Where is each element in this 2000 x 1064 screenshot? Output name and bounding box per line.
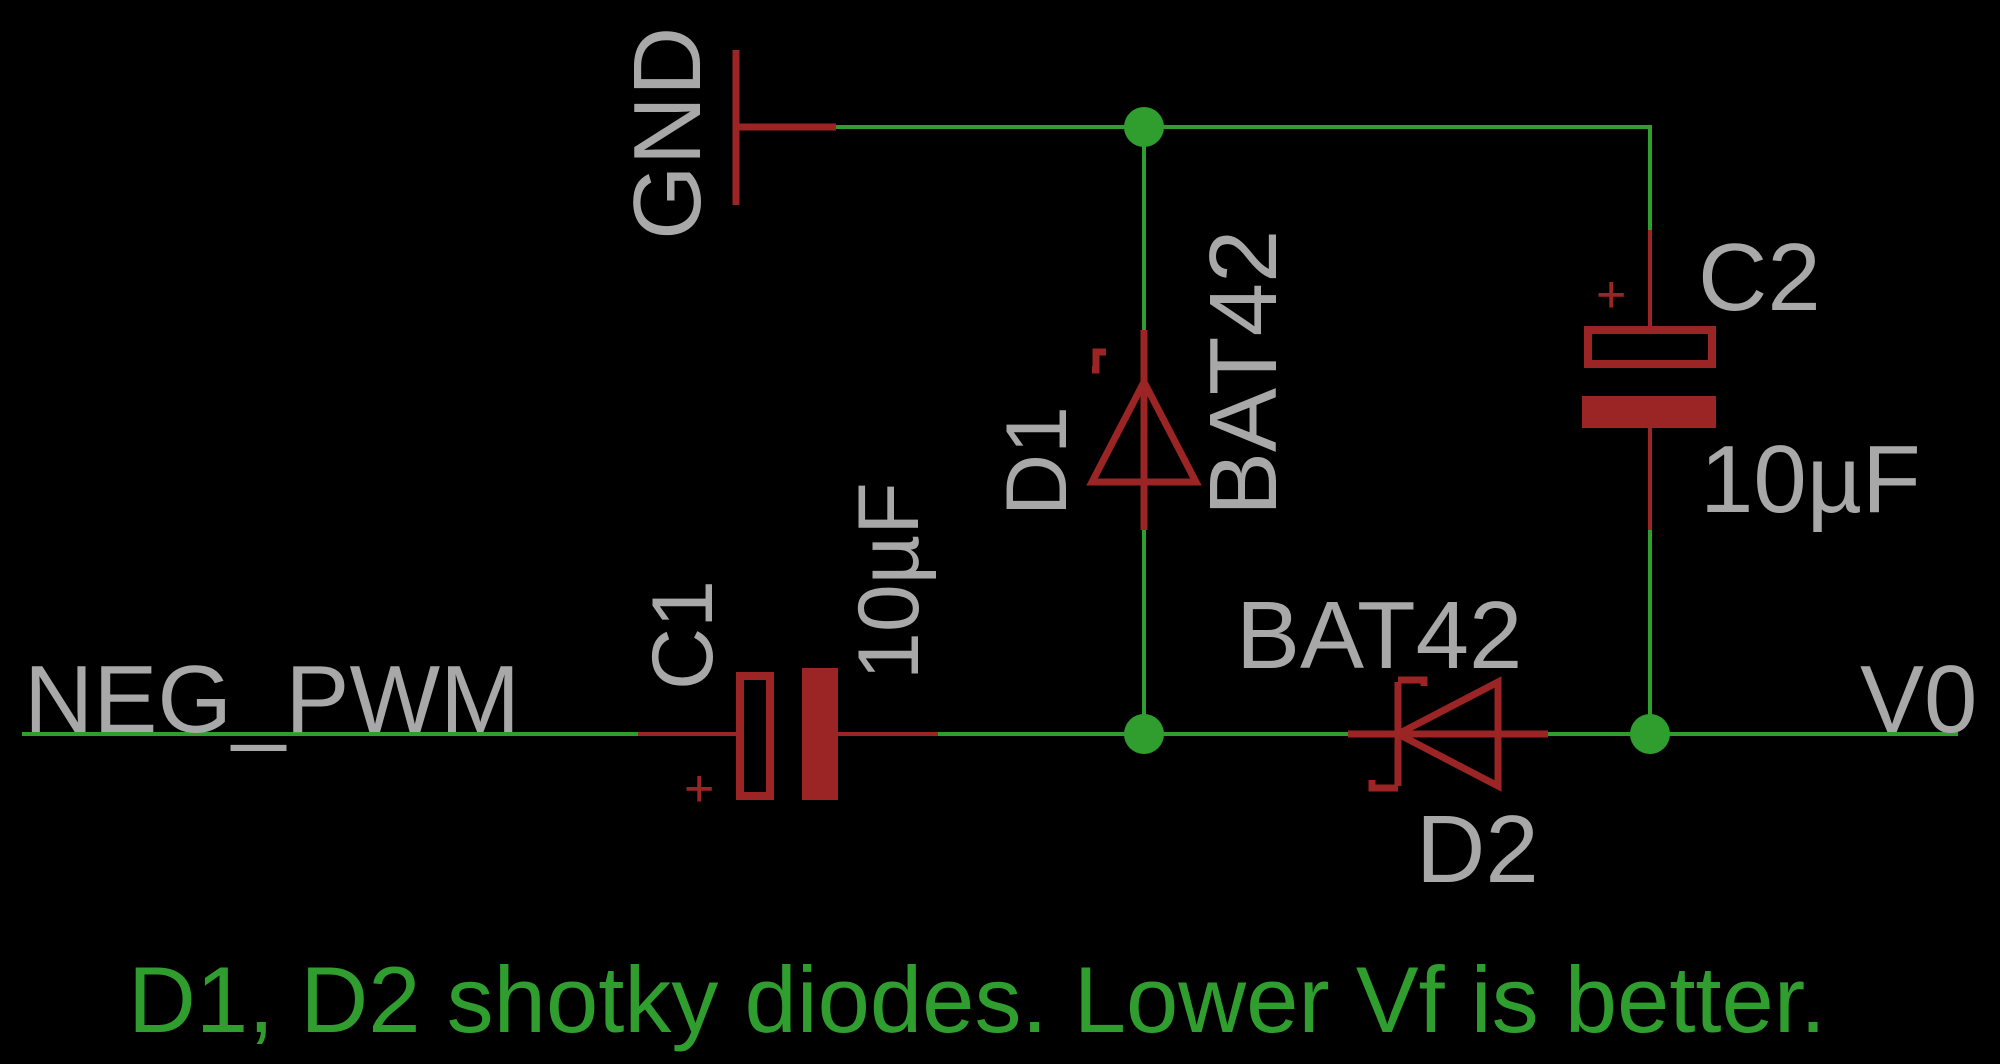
- c2-name-label: C2: [1698, 224, 1821, 331]
- c1-capacitor-symbol: [638, 668, 938, 800]
- c1-plus-sign: +: [684, 760, 714, 818]
- c2-plus-sign: +: [1596, 266, 1626, 324]
- c2-plate-negative: [1582, 396, 1716, 428]
- c2-capacitor-symbol: [1582, 230, 1716, 530]
- c1-plate-positive: [736, 672, 774, 800]
- junction-gnd-d1: [1124, 107, 1164, 147]
- d2-value-label: BAT42: [1236, 582, 1522, 689]
- schematic-note: D1, D2 shotky diodes. Lower Vf is better…: [128, 947, 1826, 1052]
- d2-name-label: D2: [1416, 796, 1539, 903]
- d1-name-label: D1: [989, 406, 1085, 516]
- c1-name-label: C1: [635, 580, 731, 690]
- d1-diode-symbol: [1086, 330, 1202, 530]
- c1-value-label: 10µF: [841, 482, 937, 680]
- neg-pwm-label: NEG_PWM: [24, 646, 520, 753]
- v0-label: V0: [1860, 646, 1977, 753]
- junctions: [1124, 107, 1670, 754]
- c2-value-label: 10µF: [1700, 426, 1921, 533]
- d1-value-label: BAT42: [1190, 230, 1297, 516]
- c1-plate-negative: [802, 668, 838, 800]
- gnd-label: GND: [614, 27, 721, 240]
- junction-d1-d2: [1124, 714, 1164, 754]
- c2-plate-positive: [1584, 326, 1716, 368]
- d2-diode-symbol: [1348, 676, 1548, 792]
- junction-c2-v0: [1630, 714, 1670, 754]
- wires: [22, 125, 1958, 736]
- gnd-symbol: [732, 50, 836, 205]
